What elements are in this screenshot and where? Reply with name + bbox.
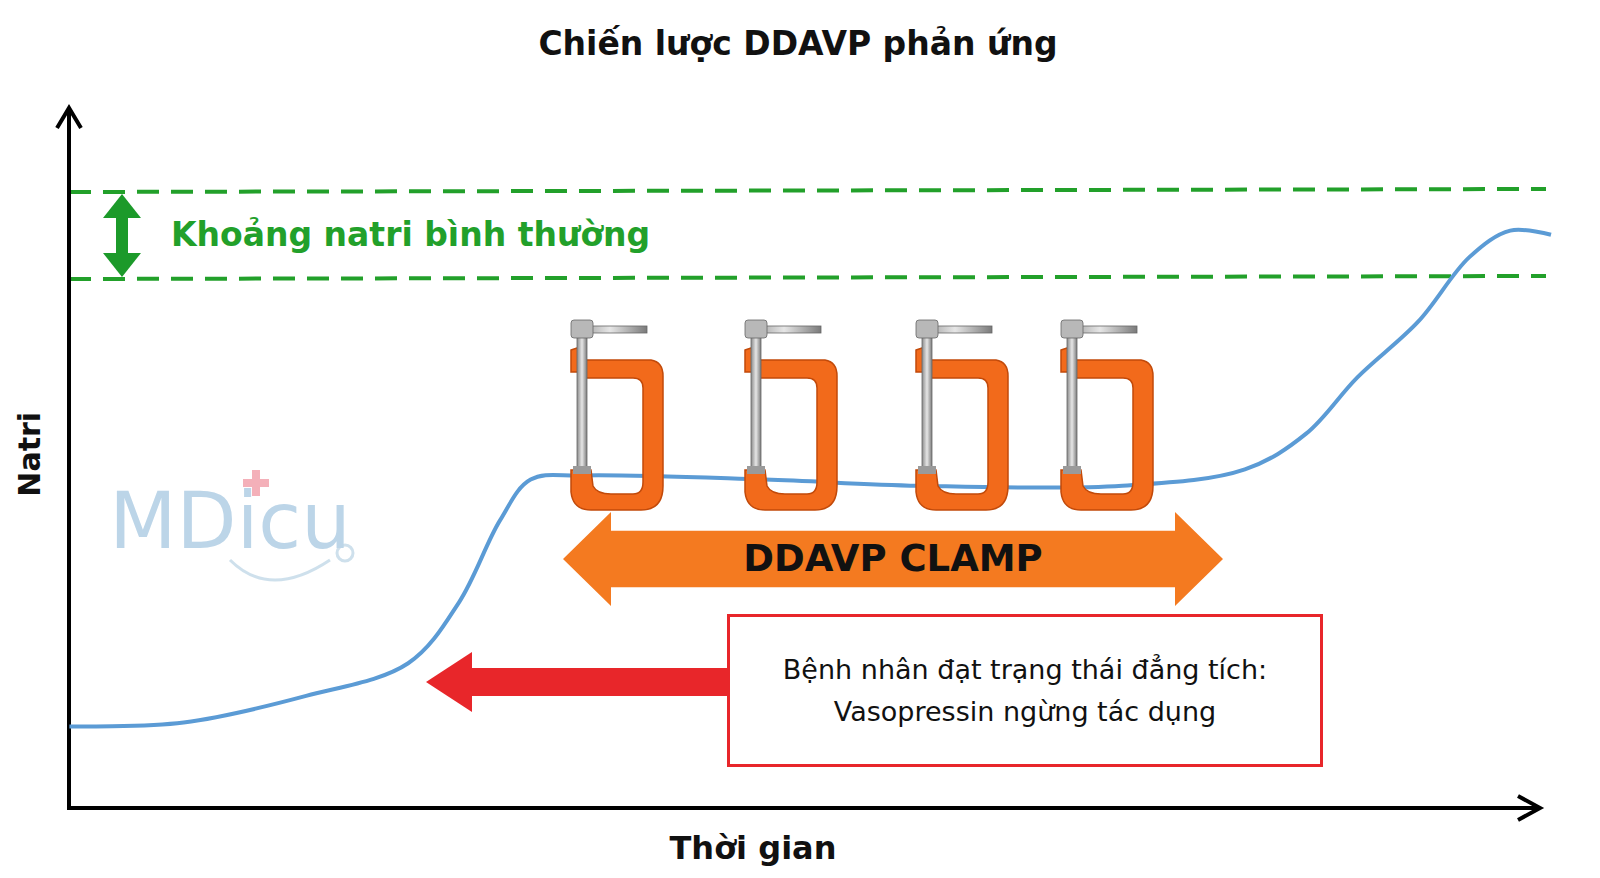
range-label: Khoảng natri bình thường [171,216,650,254]
c-clamp [1061,320,1153,510]
c-clamp [571,320,663,510]
axis-title: Natri [13,412,48,497]
clamps [571,320,1153,510]
c-clamp [745,320,837,510]
range-line [69,189,1546,192]
range-line [69,276,1546,279]
axis-title: Thời gian [670,830,837,867]
node-text: Bệnh nhân đạt trạng thái đẳng tích: Vaso… [747,649,1303,733]
range-double-arrow [103,194,141,277]
node-text: DDAVP CLAMP [743,530,1043,587]
c-clamp [916,320,1008,510]
clamp-arrow: DDAVP CLAMP [563,512,1223,606]
axes [57,108,1540,820]
note-box: Bệnh nhân đạt trạng thái đẳng tích: Vaso… [727,614,1323,767]
watermark: MDicu [109,477,350,567]
pointer-arrow [426,652,728,712]
chart-title: Chiến lược DDAVP phản ứng [538,24,1057,63]
